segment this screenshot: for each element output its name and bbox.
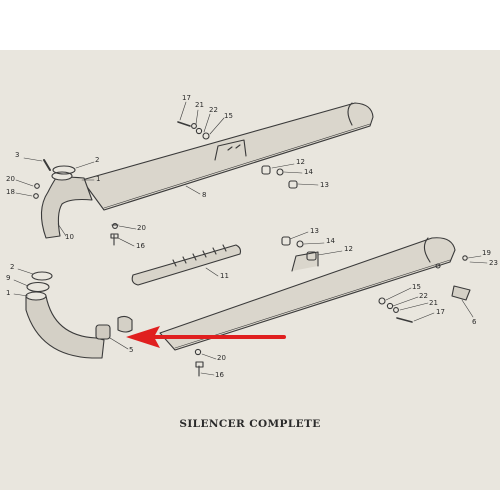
lower-silencer-end-cap <box>423 237 431 263</box>
callout-23: 23 <box>489 259 498 267</box>
callout-8: 8 <box>202 191 207 199</box>
upper-clamp-ring <box>52 165 76 175</box>
callout-10: 10 <box>65 233 74 241</box>
pipe-sleeve <box>117 315 133 333</box>
callout-21: 21 <box>429 299 438 307</box>
callout-22: 22 <box>419 292 428 300</box>
callout-18: 18 <box>6 188 15 196</box>
mounting-plate <box>451 285 471 301</box>
callout-14: 14 <box>304 168 313 176</box>
callout-3: 3 <box>15 151 20 159</box>
red-arrow-pointer <box>126 326 286 348</box>
callout-11: 11 <box>220 272 229 280</box>
pipe-nut <box>95 324 111 340</box>
callout-9: 9 <box>6 274 11 282</box>
callout-12: 12 <box>296 158 305 166</box>
lower-clamp-ring <box>26 281 50 293</box>
callout-22: 22 <box>209 106 218 114</box>
callout-20: 20 <box>217 354 226 362</box>
upper-silencer-bracket <box>214 139 247 161</box>
callout-15: 15 <box>412 283 421 291</box>
lower-silencer-bracket <box>291 251 319 272</box>
lower-silencer-body <box>159 237 456 351</box>
baffle-tube <box>131 244 242 286</box>
lower-exhaust-pipe <box>25 295 105 359</box>
callout-6: 6 <box>472 318 477 326</box>
callout-12: 12 <box>344 245 353 253</box>
callout-21: 21 <box>195 101 204 109</box>
callout-15: 15 <box>224 112 233 120</box>
lower-gasket-ring <box>31 271 53 281</box>
callout-2: 2 <box>10 263 15 271</box>
callout-1: 1 <box>96 175 101 183</box>
callout-13: 13 <box>310 227 319 235</box>
callout-5: 5 <box>129 346 134 354</box>
callout-14: 14 <box>326 237 335 245</box>
callout-17: 17 <box>436 308 445 316</box>
callout-19: 19 <box>482 249 491 257</box>
upper-exhaust-pipe <box>40 176 93 239</box>
callout-17: 17 <box>182 94 191 102</box>
callout-1: 1 <box>6 289 11 297</box>
diagram-caption: SILENCER COMPLETE <box>179 418 321 430</box>
upper-silencer-end-cap <box>347 102 353 126</box>
callout-2: 2 <box>95 156 100 164</box>
callout-16: 16 <box>136 242 145 250</box>
callout-13: 13 <box>320 181 329 189</box>
callout-16: 16 <box>215 371 224 379</box>
callout-20: 20 <box>137 224 146 232</box>
callout-20: 20 <box>6 175 15 183</box>
